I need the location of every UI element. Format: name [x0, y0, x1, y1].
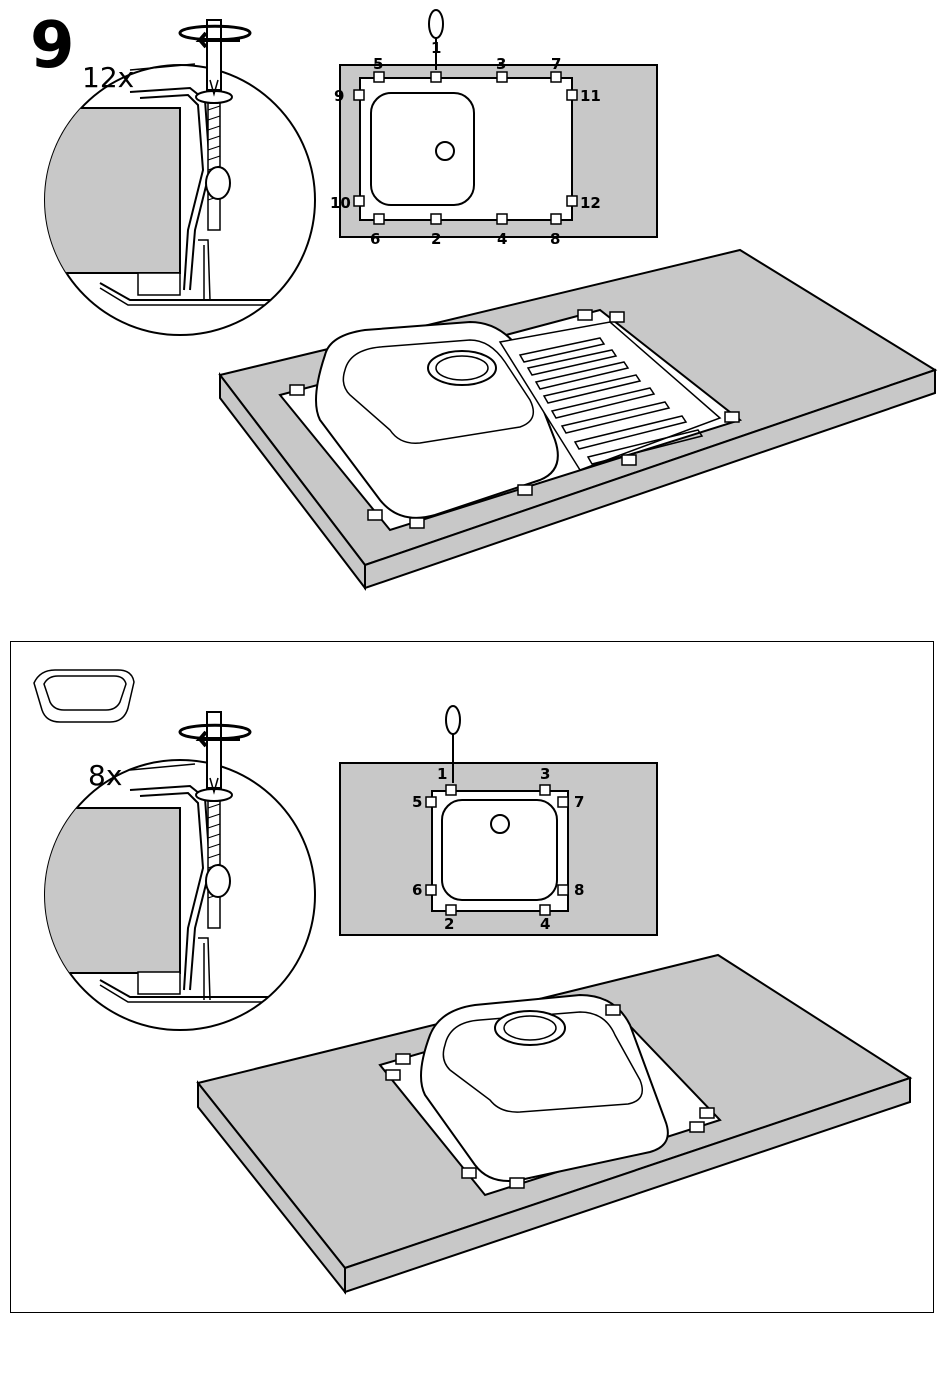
bottom-clip-label-7: 7	[574, 795, 584, 810]
single-bowl-icon	[34, 670, 134, 722]
bottom-detail-circle	[40, 712, 330, 1030]
bottom-quantity: 8x	[88, 762, 122, 790]
bottom-countertop-perspective	[198, 955, 910, 1292]
bottom-clip-label-6: 6	[412, 883, 422, 898]
bottom-clip-label-4: 4	[540, 917, 550, 932]
bottom-clip-label-2: 2	[444, 917, 454, 932]
bottom-clip-label-1: 1	[437, 767, 447, 782]
bottom-clip-label-8: 8	[574, 883, 584, 898]
bottom-clip-label-3: 3	[540, 767, 550, 782]
bottom-plan-view	[340, 706, 657, 935]
bottom-clip-label-5: 5	[412, 795, 422, 810]
